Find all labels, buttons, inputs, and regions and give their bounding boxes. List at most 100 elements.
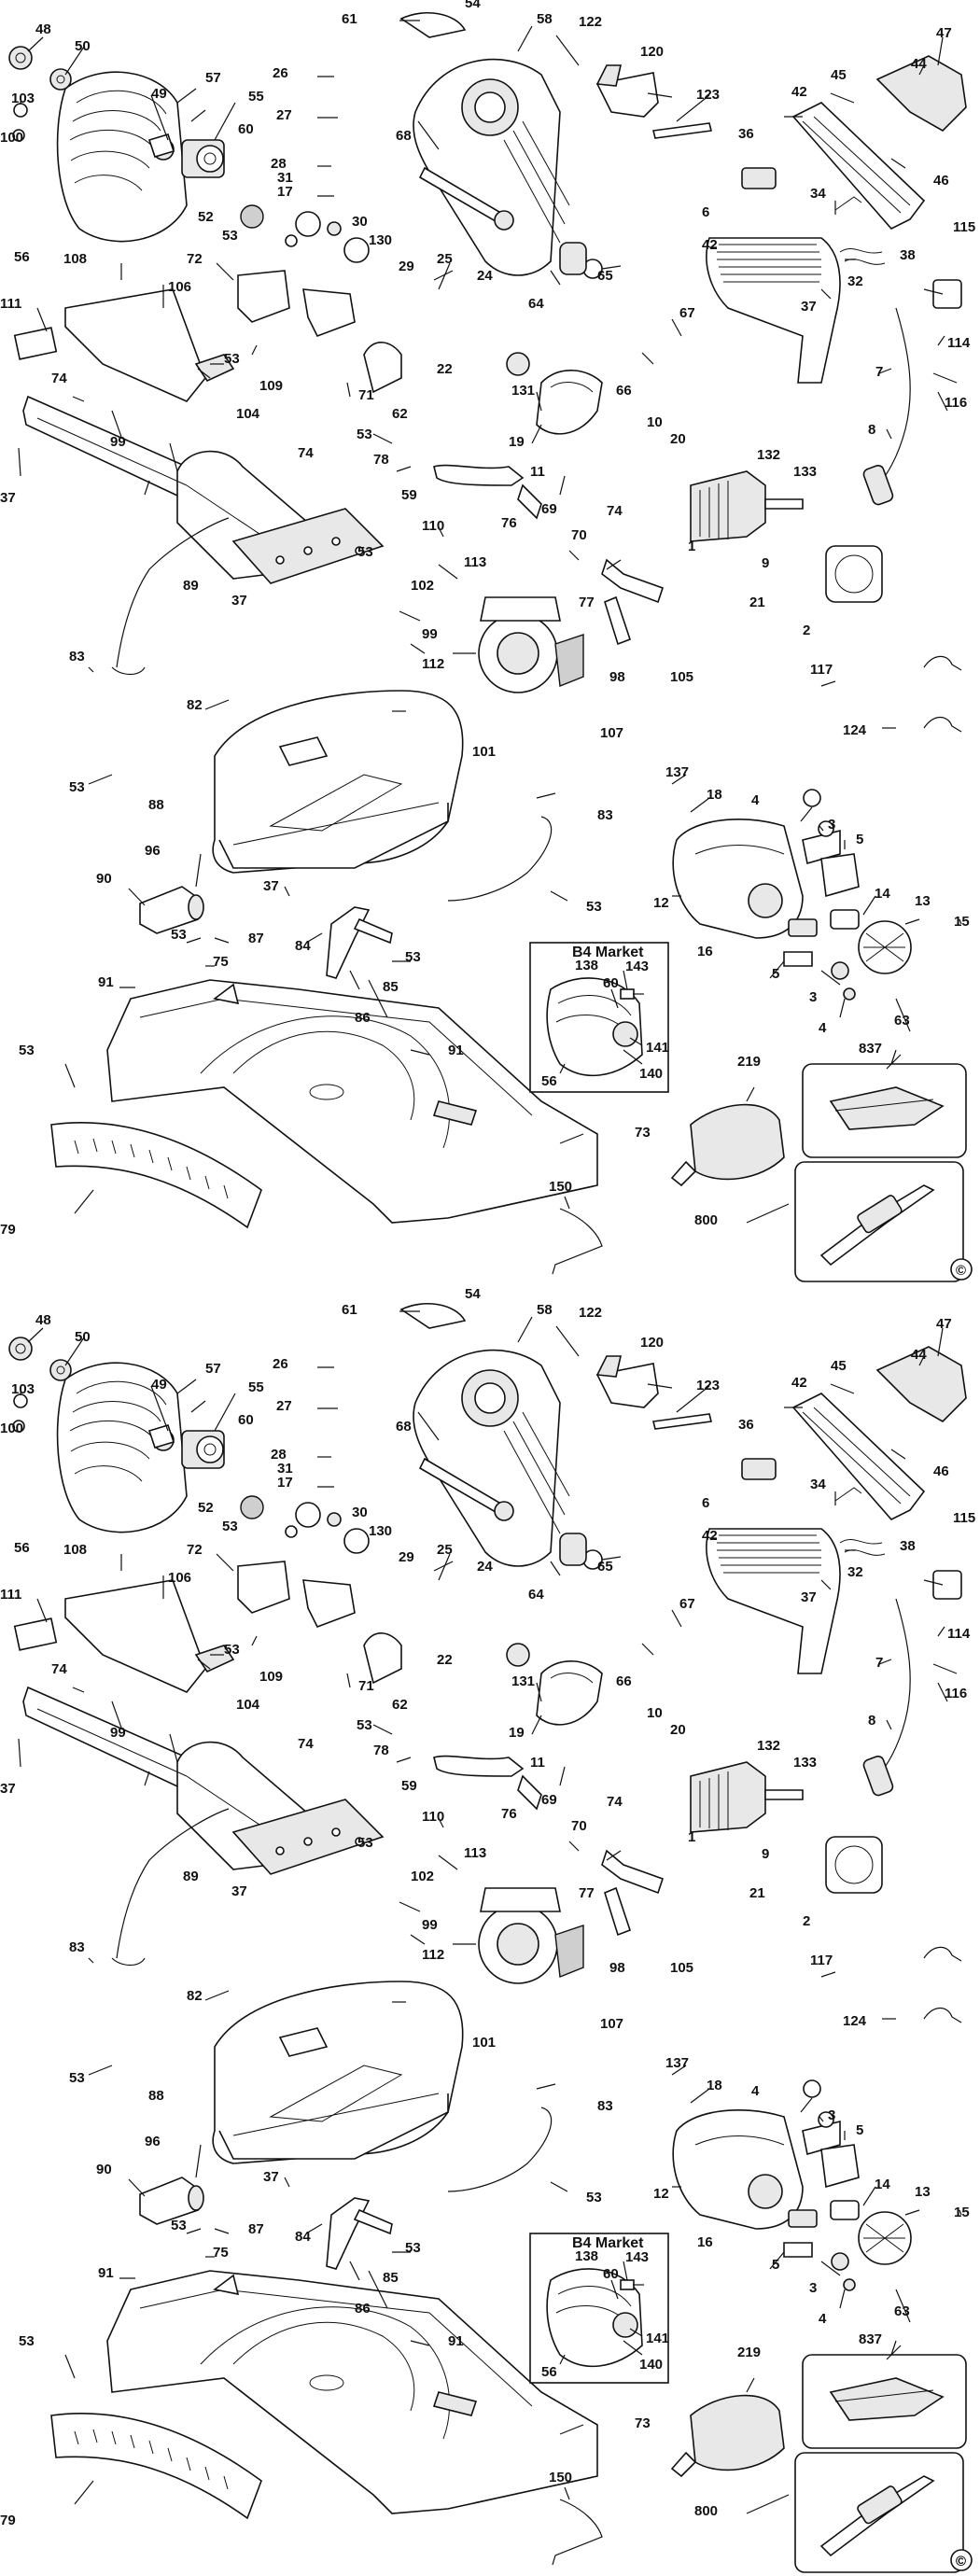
part-number-label: 56: [541, 1073, 557, 1089]
part-number-label: 67: [679, 305, 695, 321]
part-number-label: 53: [171, 2218, 187, 2233]
part-number-label: 49: [151, 1377, 167, 1393]
part-number-label: 143: [625, 959, 649, 974]
part-number-label: 29: [399, 259, 414, 274]
part-number-label: 50: [75, 38, 91, 54]
part-number-label: 91: [448, 2333, 464, 2349]
part-number-label: 53: [357, 544, 373, 560]
part-number-label: 37: [231, 593, 247, 609]
part-number-label: 53: [222, 228, 238, 244]
part-number-label: 86: [355, 1010, 371, 1026]
part-number-label: 17: [277, 1475, 293, 1491]
part-number-label: 837: [859, 2331, 882, 2347]
part-number-label: 89: [183, 578, 199, 594]
part-number-label: 91: [98, 974, 114, 990]
part-number-label: 74: [51, 371, 67, 386]
part-number-label: 25: [437, 251, 453, 267]
part-number-label: 54: [465, 1286, 481, 1302]
part-number-label: 122: [579, 14, 602, 30]
part-number-label: 28: [271, 156, 287, 172]
part-number-label: 45: [831, 1358, 847, 1374]
part-number-label: 30: [352, 1505, 368, 1520]
part-number-label: 99: [110, 434, 126, 450]
part-number-label: 27: [276, 107, 292, 123]
part-number-label: 114: [947, 335, 971, 351]
part-number-label: 110: [422, 1809, 444, 1825]
part-number-label: 21: [749, 1885, 765, 1901]
part-number-label: 61: [342, 11, 357, 27]
part-number-label: 22: [437, 1652, 453, 1668]
part-number-label: 108: [63, 251, 87, 267]
part-number-label: 55: [248, 1379, 264, 1395]
part-number-label: 57: [205, 70, 221, 86]
part-number-label: 26: [273, 65, 288, 81]
part-number-label: 84: [295, 938, 311, 954]
part-number-label: 64: [528, 1587, 544, 1603]
part-number-label: 3: [809, 989, 817, 1005]
part-number-label: 101: [472, 2035, 496, 2051]
copyright-mark: ©: [956, 2554, 966, 2569]
part-number-label: 837: [859, 1041, 882, 1057]
part-number-label: 85: [383, 2270, 399, 2286]
inset-title: B4 Market: [572, 2235, 644, 2251]
part-number-label: 130: [369, 232, 392, 248]
part-number-label: 48: [35, 1312, 51, 1328]
part-number-label: 72: [187, 1542, 203, 1558]
part-number-label: 112: [422, 1947, 444, 1963]
diagram-panel-upper: [8, 11, 973, 1282]
part-number-label: 20: [670, 431, 686, 447]
part-number-label: 98: [609, 669, 625, 685]
part-number-label: 56: [14, 249, 30, 265]
part-number-label: 25: [437, 1542, 453, 1558]
part-number-label: 800: [694, 2503, 718, 2519]
part-number-label: 5: [772, 966, 779, 982]
part-number-label: 73: [635, 2415, 651, 2431]
part-number-label: 31: [277, 170, 293, 186]
part-number-label: 10: [647, 414, 663, 430]
part-number-label: 59: [401, 1778, 417, 1794]
part-number-label: 75: [213, 954, 229, 970]
part-number-label: 85: [383, 979, 399, 995]
part-number-label: 104: [236, 406, 260, 422]
part-number-label: 2: [803, 1913, 810, 1929]
part-number-label: 17: [277, 184, 293, 200]
part-number-label: 5: [772, 2257, 779, 2273]
part-number-label: 106: [168, 279, 191, 295]
part-number-label: 83: [69, 1939, 85, 1955]
part-number-label: 36: [738, 1417, 754, 1433]
part-number-label: 37: [0, 1781, 16, 1797]
part-number-label: 62: [392, 406, 408, 422]
part-number-label: 70: [571, 1818, 587, 1834]
part-number-label: 37: [801, 299, 817, 315]
part-number-label: 138: [575, 2248, 598, 2264]
part-number-label: 56: [541, 2364, 557, 2380]
part-number-label: 103: [11, 91, 35, 106]
part-number-label: 37: [801, 1589, 817, 1605]
part-number-label: 96: [145, 2134, 161, 2149]
part-number-label: 46: [933, 1463, 949, 1479]
part-number-label: 77: [579, 595, 595, 610]
part-number-label: 53: [224, 1642, 240, 1658]
part-number-label: 89: [183, 1869, 199, 1884]
part-number-label: 10: [647, 1705, 663, 1721]
part-number-label: 42: [791, 84, 807, 100]
part-number-label: 11: [530, 1755, 545, 1771]
part-number-label: 138: [575, 958, 598, 973]
part-number-label: 9: [762, 1846, 769, 1862]
part-number-label: 120: [640, 44, 664, 60]
part-number-label: 88: [148, 797, 164, 813]
part-number-label: 22: [437, 361, 453, 377]
part-number-label: 21: [749, 595, 765, 610]
part-number-label: 91: [448, 1043, 464, 1058]
part-number-label: 74: [607, 1794, 623, 1810]
part-number-label: 7: [875, 1655, 883, 1671]
part-number-label: 38: [900, 1538, 916, 1554]
part-number-label: 124: [843, 2013, 867, 2029]
part-number-label: 73: [635, 1125, 651, 1141]
part-number-label: 99: [422, 1917, 438, 1933]
part-number-label: 96: [145, 843, 161, 859]
part-number-label: 44: [911, 1347, 927, 1363]
part-number-label: 113: [464, 554, 486, 570]
part-number-label: 107: [600, 2016, 623, 2032]
part-number-label: 100: [0, 1421, 23, 1436]
